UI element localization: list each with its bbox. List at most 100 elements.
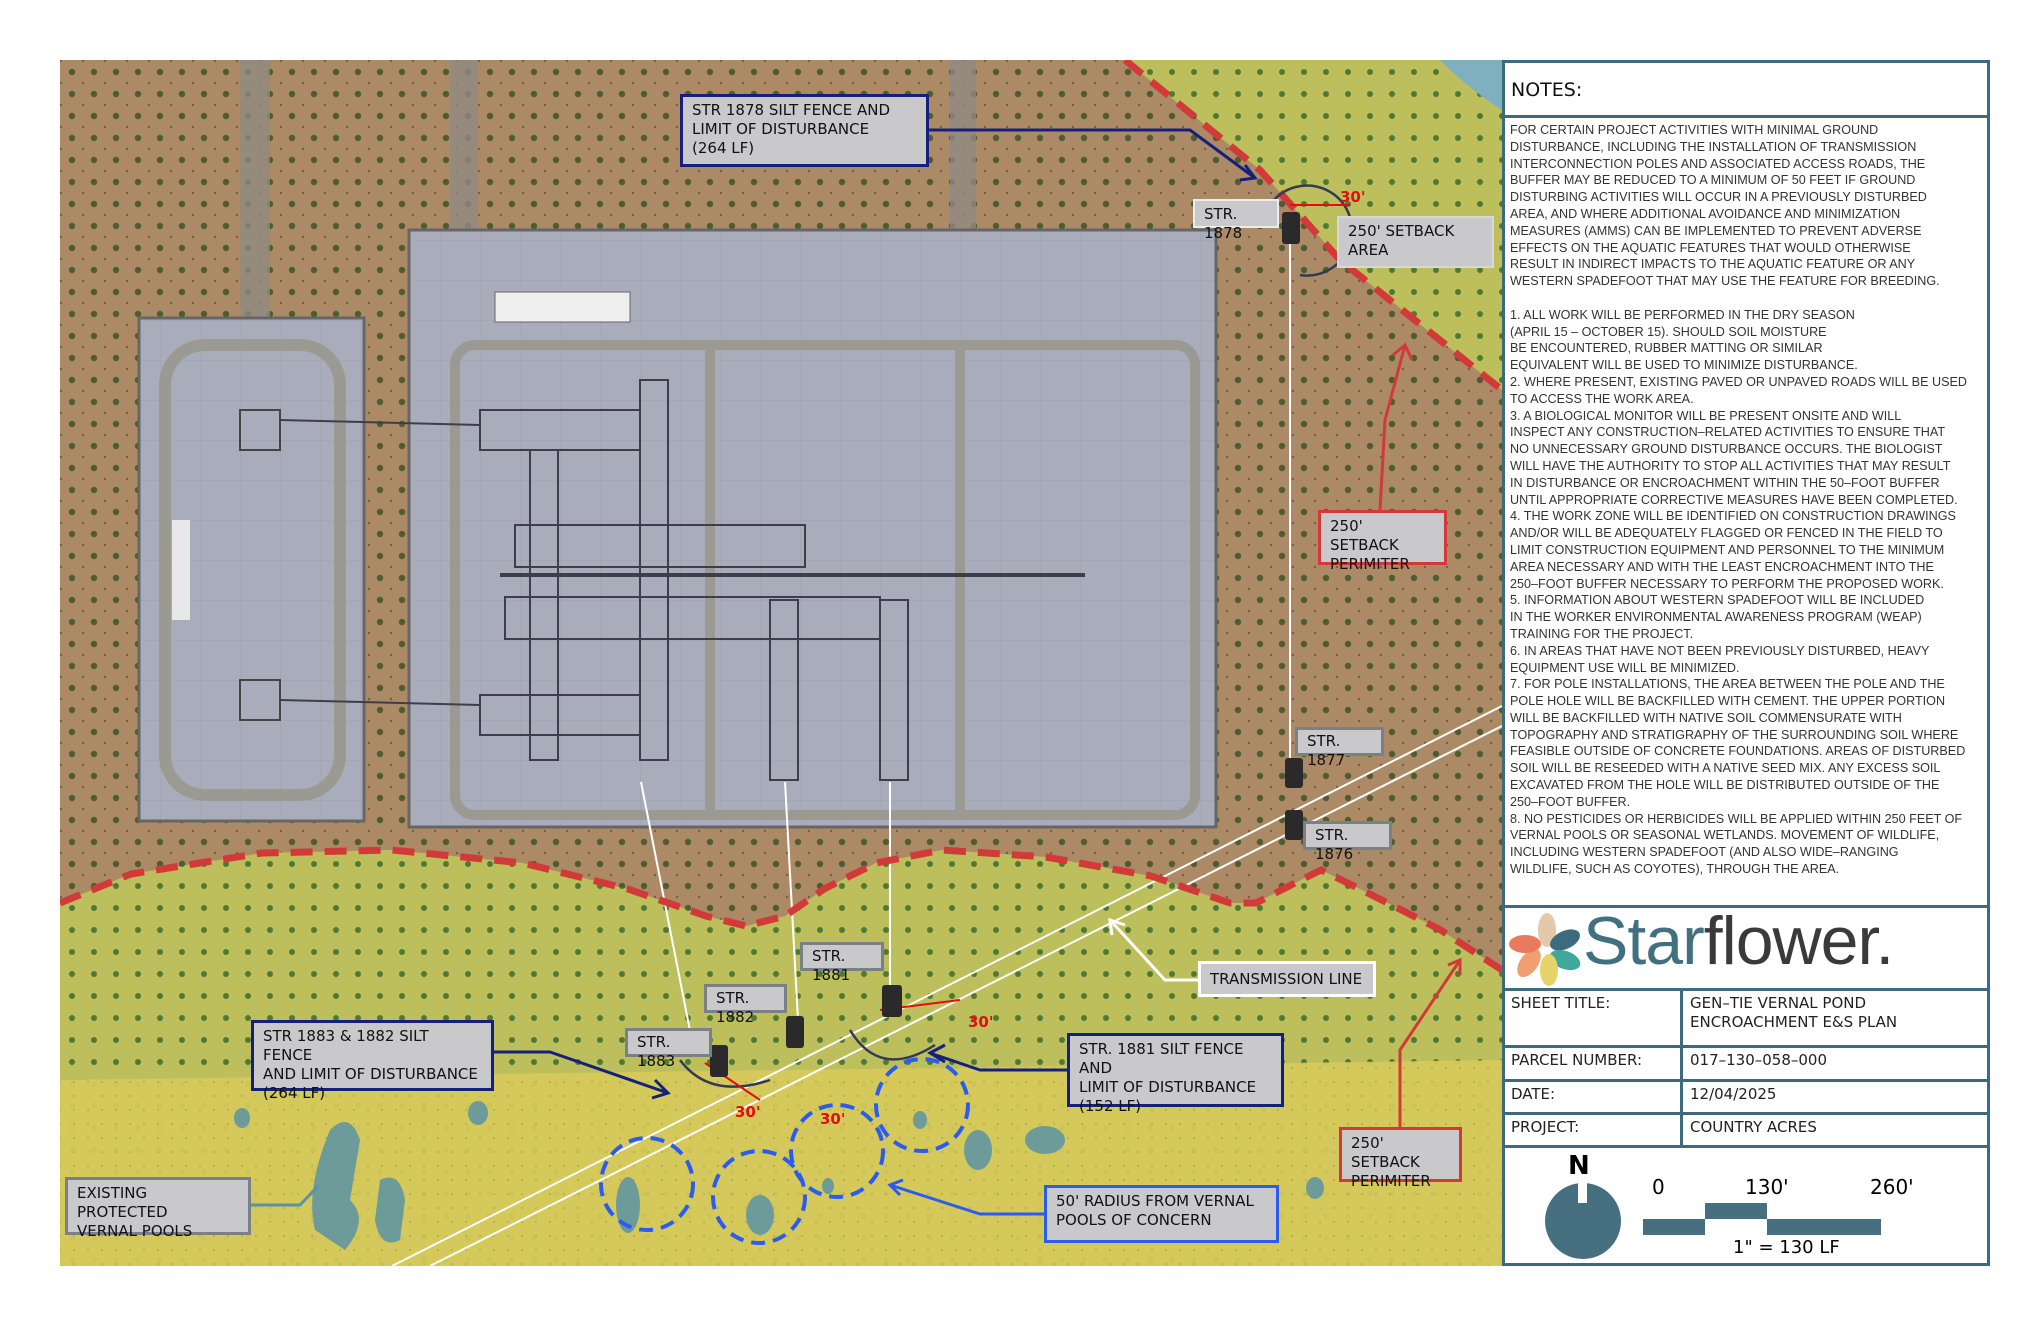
note-line: EFFECTS ON THE AQUATIC FEATURES THAT WOU…: [1510, 240, 1911, 255]
dimension-30ft: 30': [1340, 188, 1366, 206]
callout-str1883-1882-silt-fence: STR 1883 & 1882 SILT FENCE AND LIMIT OF …: [251, 1020, 494, 1102]
logo-text-flower: flower.: [1703, 903, 1895, 979]
callout-transmission-line: TRANSMISSION LINE: [1198, 961, 1376, 997]
dimension-30ft: 30': [968, 1013, 994, 1031]
date-value: 12/04/2025: [1690, 1085, 1777, 1103]
note-line: POLE HOLE WILL BE BACKFILLED WITH CEMENT…: [1510, 694, 1946, 709]
note-line: 4. THE WORK ZONE WILL BE IDENTIFIED ON C…: [1510, 509, 1956, 524]
note-line: LIMIT CONSTRUCTION EQUIPMENT AND PERSONN…: [1510, 542, 1945, 557]
starflower-logo-icon: [1509, 913, 1581, 986]
column-divider: [1680, 1079, 1683, 1112]
note-line: FOR CERTAIN PROJECT ACTIVITIES WITH MINI…: [1510, 123, 1879, 137]
north-arrow-icon: [1545, 1179, 1621, 1259]
parcel-number-row: PARCEL NUMBER: 017–130–058–000: [1505, 1045, 1987, 1082]
note-line: 2. WHERE PRESENT, EXISTING PAVED OR UNPA…: [1510, 374, 1967, 389]
note-line: IN DISTURBANCE OR ENCROACHMENT WITHIN TH…: [1510, 475, 1940, 490]
sheet-title-row: SHEET TITLE: GEN–TIE VERNAL POND ENCROAC…: [1505, 988, 1987, 1048]
dimension-30ft: 30': [735, 1103, 761, 1121]
note-line: TOPOGRAPHY AND STRATIGRAPHY OF THE SURRO…: [1510, 727, 1959, 742]
label-str-1876: STR. 1876: [1303, 821, 1392, 863]
label-str-1881: STR. 1881: [800, 942, 884, 984]
note-line: 6. IN AREAS THAT HAVE NOT BEEN PREVIOUSL…: [1510, 643, 1930, 658]
note-line: (APRIL 15 – OCTOBER 15). SHOULD SOIL MOI…: [1510, 324, 1827, 339]
scale-tick-260: 260': [1870, 1175, 1914, 1199]
note-line: AREA NECESSARY AND WITH THE LEAST ENCROA…: [1510, 559, 1934, 574]
scale-bar: [1643, 1203, 1881, 1235]
parcel-number-value: 017–130–058–000: [1690, 1051, 1828, 1069]
callout-arrows: [251, 128, 1462, 1216]
label-str-1883: STR. 1883: [625, 1028, 712, 1070]
note-line: RESULT IN INDIRECT IMPACTS TO THE AQUATI…: [1510, 257, 1916, 272]
notes-heading: NOTES:: [1505, 63, 1987, 118]
parcel-number-label: PARCEL NUMBER:: [1511, 1051, 1643, 1069]
north-arrow-and-scale: N 0 130' 260' 1" = 130 LF: [1505, 1145, 1987, 1263]
site-map: STR 1878 SILT FENCE AND LIMIT OF DISTURB…: [60, 60, 1502, 1266]
note-line: DISTURBANCE, INCLUDING THE INSTALLATION …: [1510, 139, 1917, 154]
water-area: [1440, 60, 1502, 110]
access-roads: [240, 60, 976, 320]
callout-setback-perimeter-bottom: 250' SETBACK PERIMITER: [1339, 1127, 1462, 1190]
label-str-1878: STR. 1878: [1193, 199, 1279, 242]
scale-tick-130: 130': [1745, 1175, 1789, 1199]
note-line: 1. ALL WORK WILL BE PERFORMED IN THE DRY…: [1510, 307, 1855, 322]
note-line: TRAINING FOR THE PROJECT.: [1510, 626, 1694, 641]
column-divider: [1680, 1045, 1683, 1079]
note-line: [1510, 290, 1987, 307]
poles: [710, 212, 1303, 1077]
column-divider: [1680, 988, 1683, 1045]
note-line: WILL BE BACKFILLED WITH NATIVE SOIL COMM…: [1510, 710, 1902, 725]
note-line: WILL HAVE THE AUTHORITY TO STOP ALL ACTI…: [1510, 458, 1951, 473]
vernal-pools: [234, 1101, 1324, 1250]
setback-perimeter-line: [60, 60, 1502, 973]
logo-text-star: Star: [1583, 903, 1705, 979]
label-str-1877: STR. 1877: [1295, 727, 1384, 769]
note-line: EQUIVALENT WILL BE USED TO MINIMIZE DIST…: [1510, 358, 1858, 373]
note-line: FEASIBLE OUTSIDE OF CONCRETE FOUNDATIONS…: [1510, 744, 1966, 759]
callout-str1881-silt-fence: STR. 1881 SILT FENCE AND LIMIT OF DISTUR…: [1067, 1033, 1284, 1115]
note-line: AND/OR WILL BE ADEQUATELY FLAGGED OR FEN…: [1510, 526, 1943, 541]
note-line: 3. A BIOLOGICAL MONITOR WILL BE PRESENT …: [1510, 408, 1902, 423]
note-line: TO ACCESS THE WORK AREA.: [1510, 391, 1694, 406]
note-line: INCLUDING WESTERN SPADEFOOT (AND ALSO WI…: [1510, 845, 1899, 860]
silt-fence: [679, 184, 1354, 1088]
note-line: AREA, AND WHERE ADDITIONAL AVOIDANCE AND…: [1510, 206, 1901, 221]
dimension-30ft: 30': [820, 1110, 846, 1128]
note-line: WESTERN SPADEFOOT THAT MAY USE THE FEATU…: [1510, 274, 1940, 289]
sheet-title-value: GEN–TIE VERNAL POND ENCROACHMENT E&S PLA…: [1690, 994, 1898, 1031]
project-value: COUNTRY ACRES: [1690, 1118, 1817, 1136]
note-line: 7. FOR POLE INSTALLATIONS, THE AREA BETW…: [1510, 677, 1945, 692]
note-line: VERNAL POOLS OR SEASONAL WETLANDS. MOVEM…: [1510, 828, 1940, 843]
note-line: INTERCONNECTION POLES AND ASSOCIATED ACC…: [1510, 156, 1926, 171]
note-line: 250–FOOT BUFFER.: [1510, 794, 1631, 809]
date-label: DATE:: [1511, 1085, 1556, 1103]
label-str-1882: STR. 1882: [704, 984, 787, 1026]
note-line: SOIL WILL BE RESEEDED WITH A NATIVE SEED…: [1510, 761, 1941, 776]
project-row: PROJECT: COUNTRY ACRES: [1505, 1112, 1987, 1148]
note-line: 5. INFORMATION ABOUT WESTERN SPADEFOOT W…: [1510, 593, 1925, 608]
callout-50ft-radius: 50' RADIUS FROM VERNAL POOLS OF CONCERN: [1044, 1185, 1279, 1243]
callout-setback-perimeter-top: 250' SETBACK PERIMITER: [1318, 510, 1447, 573]
callout-setback-area: 250' SETBACK AREA: [1337, 216, 1494, 268]
sheet-title-label: SHEET TITLE:: [1511, 994, 1611, 1012]
scale-ratio: 1" = 130 LF: [1733, 1237, 1840, 1258]
note-line: EXCAVATED FROM THE HOLE WILL BE DISTRIBU…: [1510, 778, 1940, 793]
note-line: 8. NO PESTICIDES OR HERBICIDES WILL BE A…: [1510, 811, 1963, 826]
callout-str1878-silt-fence: STR 1878 SILT FENCE AND LIMIT OF DISTURB…: [680, 94, 929, 167]
callout-existing-vernal-pools: EXISTING PROTECTED VERNAL POOLS: [65, 1177, 251, 1240]
substation-left: [137, 316, 366, 823]
note-line: UNTIL APPROPRIATE CORRECTIVE MEASURES HA…: [1510, 492, 1958, 507]
note-line: 250–FOOT BUFFER NECESSARY TO PERFORM THE…: [1510, 576, 1944, 591]
note-line: WILDLIFE, SUCH AS COYOTES), THROUGH THE …: [1510, 862, 1840, 877]
project-label: PROJECT:: [1511, 1118, 1580, 1136]
substation-main: [279, 228, 1218, 829]
title-block-panel: NOTES: FOR CERTAIN PROJECT ACTIVITIES WI…: [1502, 60, 1990, 1266]
company-logo: Starflower.: [1505, 903, 1987, 991]
note-line: INSPECT ANY CONSTRUCTION–RELATED ACTIVIT…: [1510, 425, 1946, 440]
column-divider: [1680, 1112, 1683, 1145]
transmission-line: [391, 230, 1502, 1266]
note-line: NO UNNECESSARY GROUND DISTURBANCE OCCURS…: [1510, 442, 1943, 457]
north-label: N: [1568, 1151, 1590, 1181]
note-line: DISTURBING ACTIVITIES WILL OCCUR IN A PR…: [1510, 190, 1927, 205]
map-drawing: [60, 60, 1502, 1266]
note-line: IN THE WORKER ENVIRONMENTAL AWARENESS PR…: [1510, 610, 1922, 625]
